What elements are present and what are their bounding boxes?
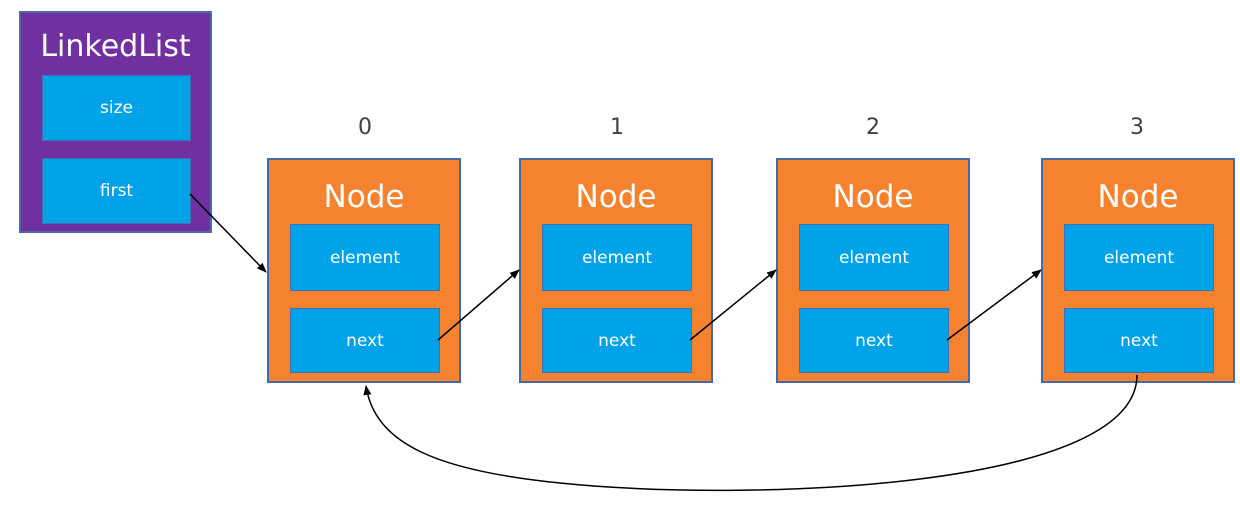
node-index-0: 0 xyxy=(358,115,372,140)
next-field: next xyxy=(1064,308,1214,373)
element-field: element xyxy=(799,224,949,291)
linked-list-box: LinkedList size first xyxy=(19,11,212,233)
node-title: Node xyxy=(832,179,914,215)
linked-list-title: LinkedList xyxy=(40,29,191,64)
node-index-2: 2 xyxy=(866,115,880,140)
node-title: Node xyxy=(323,179,405,215)
node-title: Node xyxy=(1097,179,1179,215)
node3-to-node0-loop-arrow xyxy=(363,374,1138,492)
element-field: element xyxy=(542,224,692,291)
first-field: first xyxy=(42,158,191,224)
node-title: Node xyxy=(575,179,657,215)
node-2: Node element next xyxy=(776,158,970,383)
node-index-1: 1 xyxy=(610,115,624,140)
node-3: Node element next xyxy=(1041,158,1235,383)
node-index-3: 3 xyxy=(1130,115,1144,140)
size-field: size xyxy=(42,75,191,141)
next-field: next xyxy=(290,308,440,373)
element-field: element xyxy=(1064,224,1214,291)
node-1: Node element next xyxy=(519,158,713,383)
node-0: Node element next xyxy=(267,158,461,383)
element-field: element xyxy=(290,224,440,291)
next-field: next xyxy=(799,308,949,373)
next-field: next xyxy=(542,308,692,373)
